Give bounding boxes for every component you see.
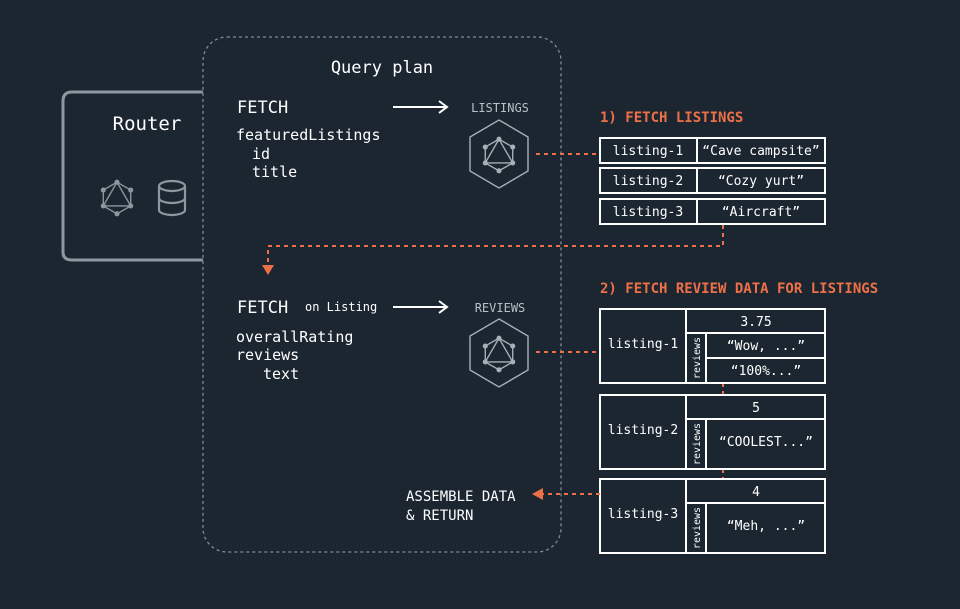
listing-id: listing-1 <box>613 144 683 159</box>
database-icon <box>157 179 187 217</box>
assemble-label: & RETURN <box>406 508 473 524</box>
router-title: Router <box>113 113 182 135</box>
query-plan-title: Query plan <box>331 58 433 78</box>
listing-id: listing-3 <box>613 205 683 220</box>
field: featuredListings <box>236 126 381 144</box>
listing-title: “Aircraft” <box>722 205 800 220</box>
table-row: listing-3 4 reviews “Meh, ...” <box>599 478 826 554</box>
section2-heading: 2) FETCH REVIEW DATA FOR LISTINGS <box>600 281 878 297</box>
field: text <box>263 365 299 383</box>
table-row: listing-2 “Cozy yurt” <box>599 167 826 194</box>
section1-heading: 1) FETCH LISTINGS <box>600 110 743 126</box>
review-text: “Meh, ...” <box>727 519 805 534</box>
reviews-label: reviews <box>692 507 703 549</box>
service-label-reviews: REVIEWS <box>475 301 526 315</box>
listing-title: “Cave campsite” <box>702 144 819 159</box>
listing-id: listing-2 <box>608 423 678 438</box>
reviews-label: reviews <box>692 423 703 465</box>
listing-id: listing-2 <box>613 174 683 189</box>
fetch-step-listings: FETCH LISTINGS featuredListings id title <box>236 98 529 189</box>
overall-rating: 5 <box>752 401 760 416</box>
table-row: listing-2 5 reviews “COOLEST...” <box>599 394 826 470</box>
arrow-right-icon <box>393 100 449 114</box>
review-text: “COOLEST...” <box>719 435 813 450</box>
review-text: “100%...” <box>731 364 801 379</box>
router-box: Router <box>61 90 206 262</box>
assemble-arrow <box>532 488 600 500</box>
fetch-keyword: FETCH <box>237 98 288 118</box>
overall-rating: 4 <box>752 485 760 500</box>
table-row: listing-1 3.75 reviews “Wow, ...” “100%.… <box>599 308 826 384</box>
fetch-keyword: FETCH <box>237 298 288 318</box>
fetch-qualifier: on Listing <box>305 300 377 314</box>
reviews-table: listing-1 3.75 reviews “Wow, ...” “100%.… <box>599 308 826 554</box>
query-plan-container <box>202 36 562 553</box>
table-row: listing-1 “Cave campsite” <box>599 137 826 164</box>
listings-table: listing-1 “Cave campsite” listing-2 “Coz… <box>599 137 826 225</box>
listings-subgraph-icon <box>469 119 529 189</box>
listing-id: listing-1 <box>608 337 678 352</box>
listing-id: listing-3 <box>608 507 678 522</box>
assemble-label: ASSEMBLE DATA <box>406 489 516 505</box>
overall-rating: 3.75 <box>740 315 771 330</box>
flow-arrow <box>262 225 724 275</box>
listing-title: “Cozy yurt” <box>718 174 804 189</box>
table-row: listing-3 “Aircraft” <box>599 198 826 225</box>
field: overallRating <box>236 328 353 346</box>
field: title <box>252 163 297 181</box>
reviews-label: reviews <box>692 337 703 379</box>
reviews-subgraph-icon <box>469 318 529 388</box>
fetch-step-reviews: FETCH on Listing REVIEWS overallRating r… <box>236 298 529 388</box>
field: reviews <box>236 346 299 364</box>
arrow-right-icon <box>393 300 449 314</box>
graphql-icon <box>100 179 134 217</box>
review-text: “Wow, ...” <box>727 339 805 354</box>
field: id <box>252 145 270 163</box>
service-label-listings: LISTINGS <box>471 101 529 115</box>
